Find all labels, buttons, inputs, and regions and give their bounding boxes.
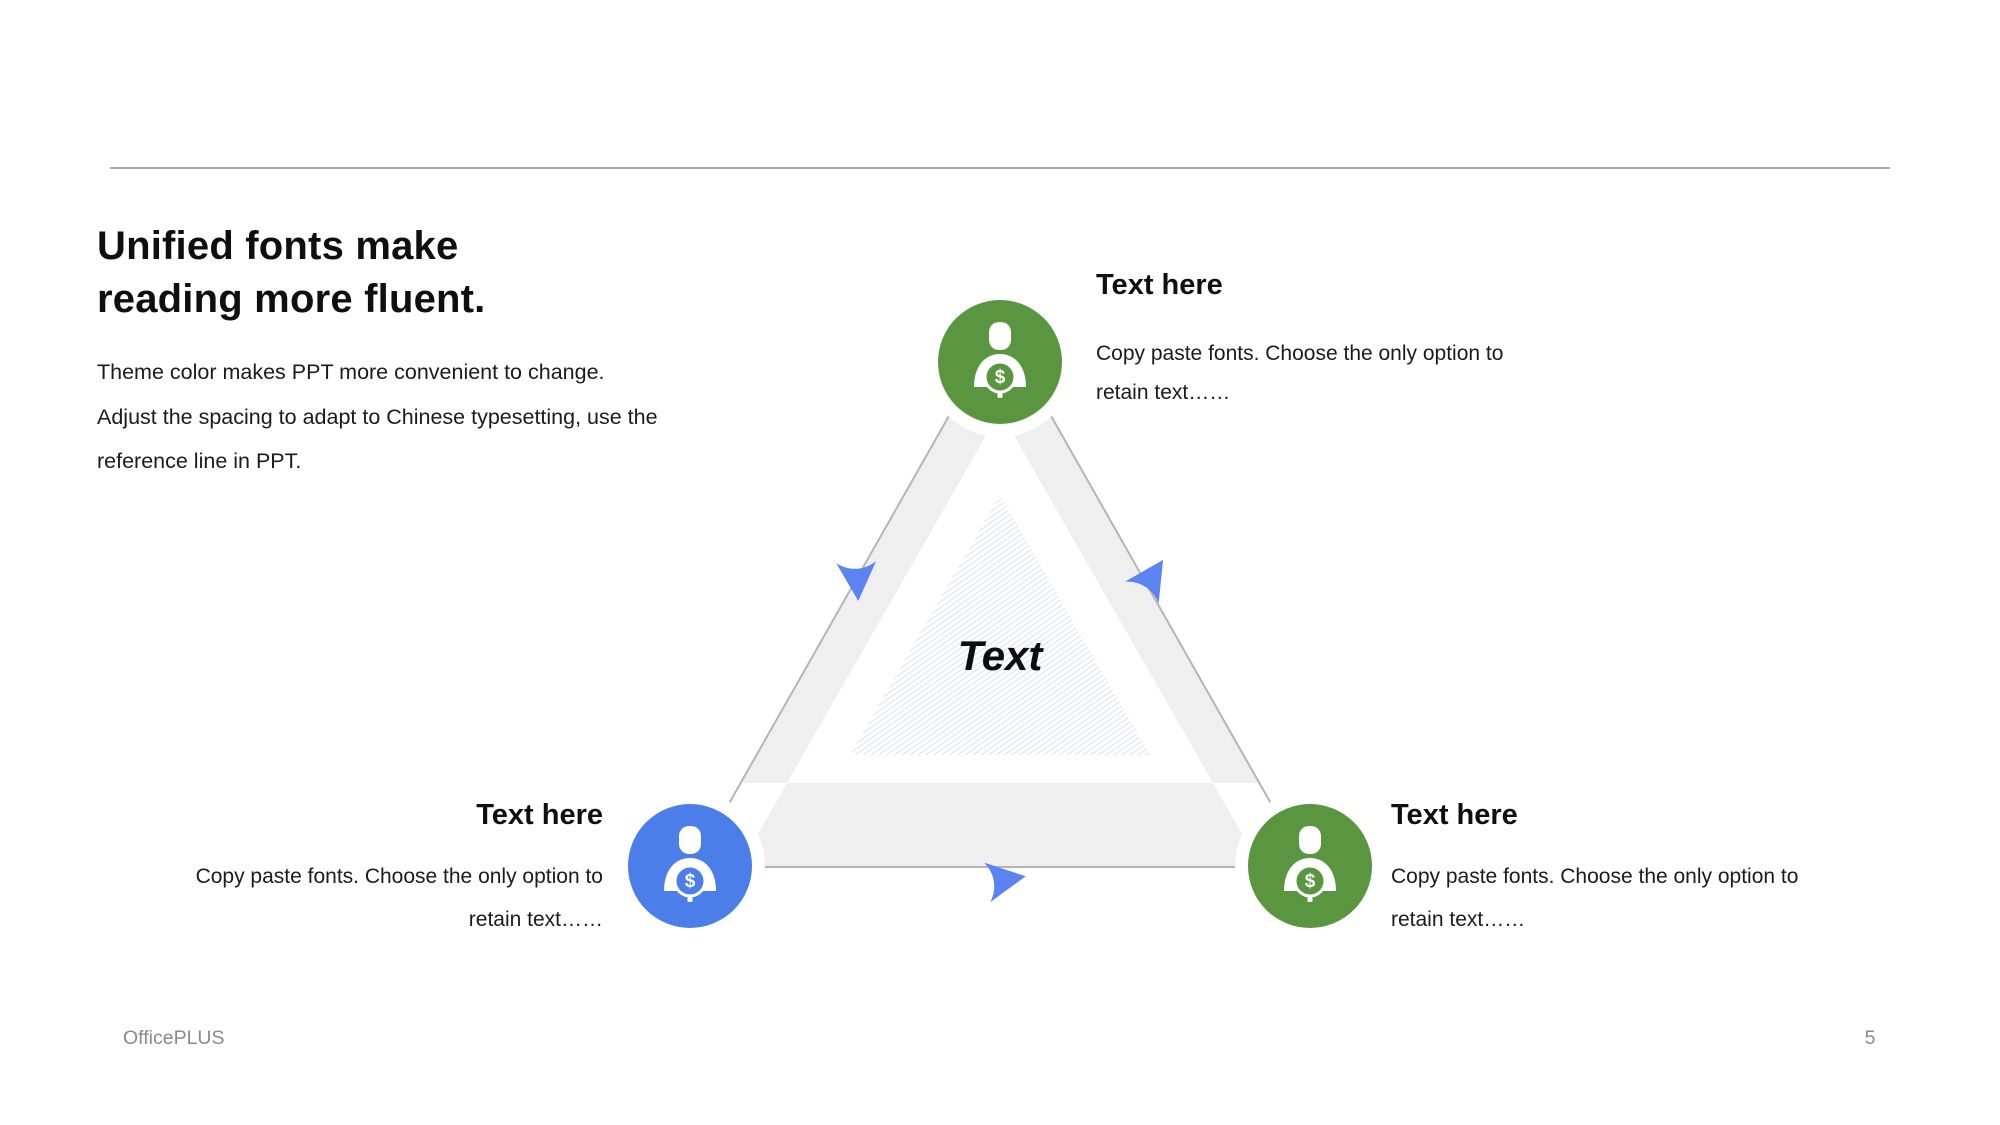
diagram-item-top: Text here Copy paste fonts. Choose the o… bbox=[1096, 268, 1656, 412]
arrow-bottom-icon bbox=[984, 862, 1026, 903]
slide-title-line2: reading more fluent. bbox=[97, 277, 486, 321]
slide-title: Unified fonts make reading more fluent. bbox=[97, 220, 486, 326]
dollar-symbol: $ bbox=[995, 367, 1006, 388]
band-right-segment bbox=[1000, 395, 1259, 783]
page-number: 5 bbox=[1864, 1027, 1876, 1049]
dollar-symbol: $ bbox=[685, 871, 696, 892]
dollar-coin: $ bbox=[669, 860, 711, 902]
bottom-right-vertex-circle: $ bbox=[1248, 804, 1372, 928]
arrow-right-icon bbox=[1125, 559, 1164, 604]
footer-brand: OfficePLUS bbox=[123, 1027, 225, 1049]
top-vertex-circle: $ bbox=[938, 300, 1062, 424]
arrow-right-side bbox=[1125, 559, 1164, 604]
diagram-item-bottom-left: Text here Copy paste fonts. Choose the o… bbox=[103, 798, 603, 941]
item-heading: Text here bbox=[1096, 269, 1223, 301]
item-body-line1: Copy paste fonts. Choose the only option… bbox=[1391, 865, 1799, 888]
arrow-left-icon bbox=[836, 560, 877, 601]
slide-title-line1: Unified fonts make bbox=[97, 224, 459, 268]
inner-hatched-triangle bbox=[850, 495, 1150, 755]
person-head bbox=[1299, 826, 1321, 854]
bottom-left-vertex-circle: $ bbox=[628, 804, 752, 928]
item-body-line2: retain text…… bbox=[1391, 908, 1526, 931]
band-bottom-segment bbox=[739, 783, 1261, 867]
slide-body-paragraph: Theme color makes PPT more convenient to… bbox=[97, 350, 658, 484]
coin-ring bbox=[673, 864, 707, 898]
person-dollar-icon: $ bbox=[664, 826, 716, 902]
dollar-coin: $ bbox=[1289, 860, 1331, 902]
item-body-line2: retain text…… bbox=[468, 908, 603, 931]
arrow-bottom-side bbox=[984, 862, 1026, 903]
diagram-item-bottom-right: Text here Copy paste fonts. Choose the o… bbox=[1391, 798, 1971, 941]
person-head bbox=[989, 322, 1011, 350]
dollar-symbol: $ bbox=[1305, 871, 1316, 892]
item-body-line1: Copy paste fonts. Choose the only option… bbox=[1096, 342, 1504, 365]
item-body-line1: Copy paste fonts. Choose the only option… bbox=[195, 865, 603, 888]
item-body-line2: retain text…… bbox=[1096, 381, 1231, 404]
person-head bbox=[679, 826, 701, 854]
top-divider-line bbox=[110, 167, 1890, 169]
coin-ring bbox=[1293, 864, 1327, 898]
item-body: Copy paste fonts. Choose the only option… bbox=[1096, 334, 1656, 412]
item-heading: Text here bbox=[476, 799, 603, 831]
arrow-left-side bbox=[836, 560, 877, 601]
triangle-outline bbox=[691, 323, 1309, 868]
person-dollar-icon: $ bbox=[974, 322, 1026, 398]
item-body: Copy paste fonts. Choose the only option… bbox=[103, 855, 603, 941]
person-dollar-icon: $ bbox=[1284, 826, 1336, 902]
band-left-segment bbox=[741, 395, 1000, 783]
paragraph-line2: Adjust the spacing to adapt to Chinese t… bbox=[97, 404, 658, 429]
dollar-coin: $ bbox=[979, 356, 1021, 398]
paragraph-line1: Theme color makes PPT more convenient to… bbox=[97, 360, 605, 384]
item-heading: Text here bbox=[1391, 799, 1518, 831]
coin-ring bbox=[983, 360, 1017, 394]
paragraph-line3: reference line in PPT. bbox=[97, 449, 302, 473]
item-body: Copy paste fonts. Choose the only option… bbox=[1391, 855, 1971, 941]
triangle-center-label: Text bbox=[957, 632, 1043, 679]
